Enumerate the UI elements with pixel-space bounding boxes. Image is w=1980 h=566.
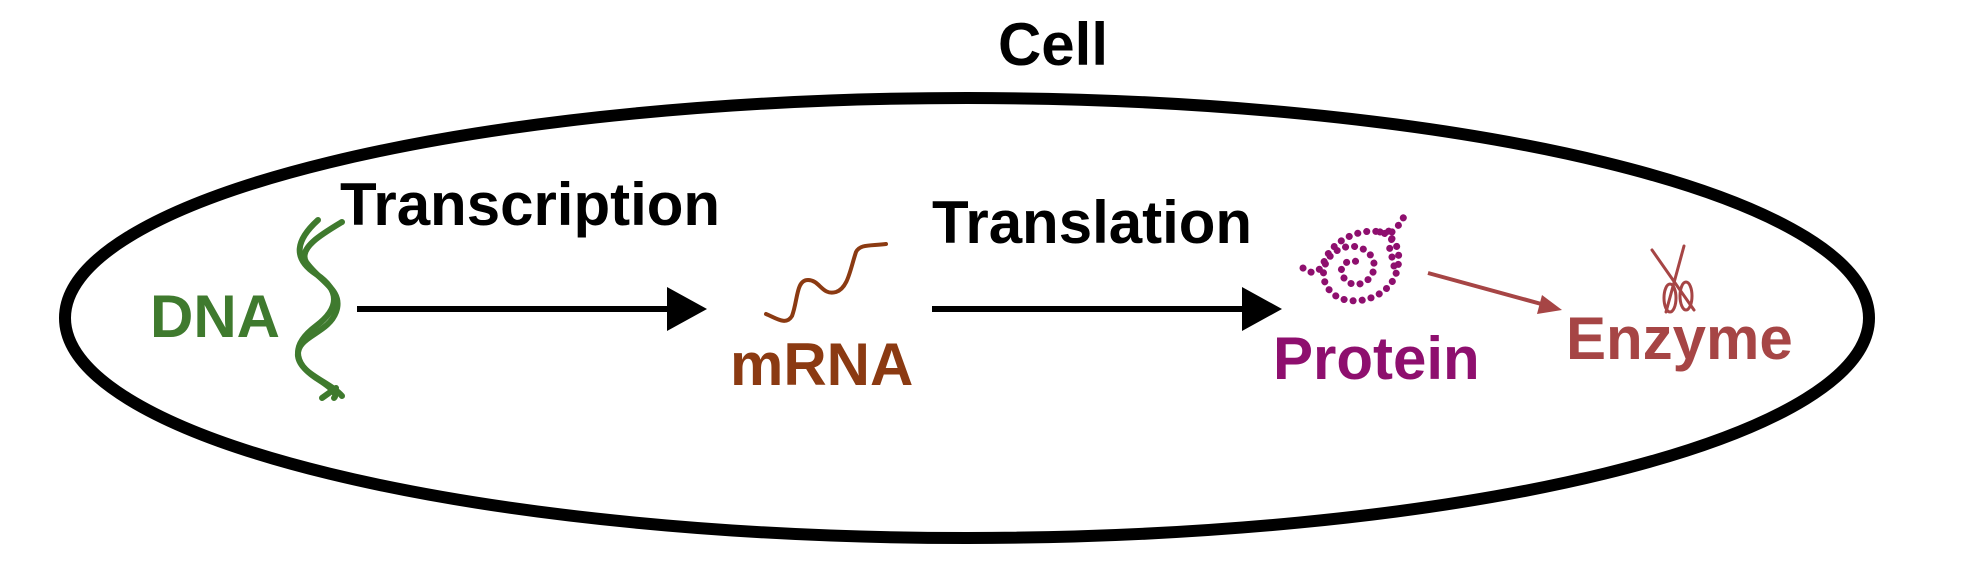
transcription-arrow <box>357 287 707 331</box>
protein-chain-icon <box>1299 212 1408 305</box>
protein-to-enzyme-arrow <box>1427 271 1562 314</box>
cell-membrane <box>59 92 1875 544</box>
dna-label: DNA <box>150 283 280 350</box>
enzyme-label: Enzyme <box>1566 305 1793 372</box>
scissors-icon <box>1650 244 1696 314</box>
mrna-strand-icon <box>764 242 888 323</box>
protein-label: Protein <box>1273 325 1480 392</box>
transcription-label: Transcription <box>340 171 720 238</box>
cell-title: Cell <box>998 11 1108 78</box>
mrna-label: mRNA <box>730 331 913 398</box>
translation-label: Translation <box>932 189 1252 256</box>
dna-helix-icon <box>295 217 345 401</box>
translation-arrow <box>932 287 1282 331</box>
